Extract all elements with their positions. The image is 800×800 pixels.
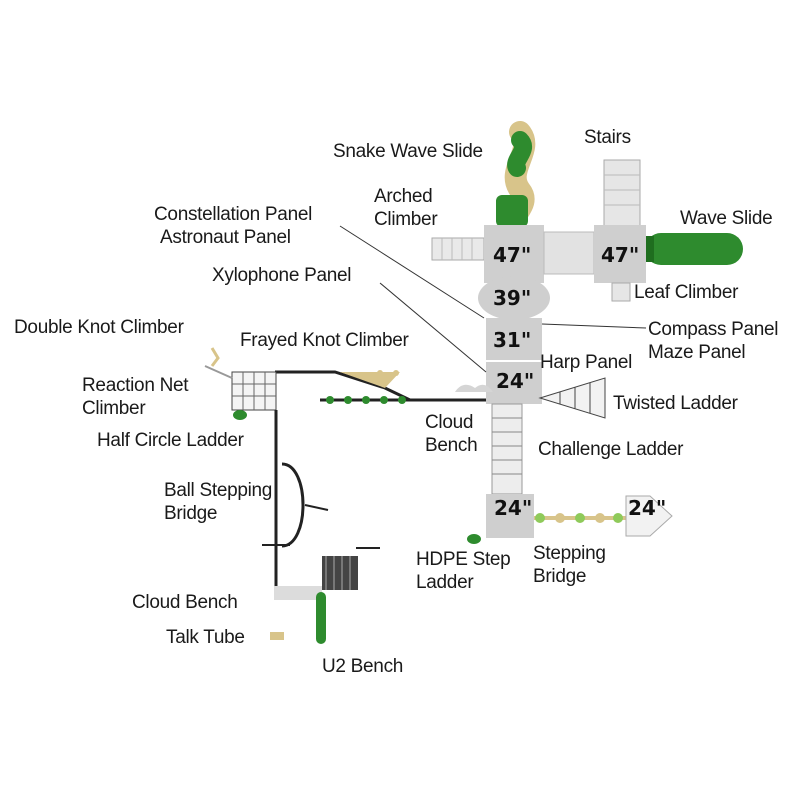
height-24-upper: 24"	[496, 369, 535, 393]
reaction-net-climber-shape	[231, 371, 277, 411]
label-constellation-panel: Constellation Panel	[154, 204, 313, 225]
half-circle-ladder-shape	[233, 410, 247, 420]
label-half-circle-ladder: Half Circle Ladder	[97, 430, 244, 451]
label-reaction-net-1: Reaction Net	[82, 375, 189, 396]
frayed-knot-climber-shape	[275, 370, 486, 404]
label-ball-stepping-2: Bridge	[164, 503, 218, 524]
label-stairs: Stairs	[584, 127, 631, 148]
height-39: 39"	[493, 286, 532, 310]
label-reaction-net-2: Climber	[82, 398, 146, 419]
label-leaf-climber: Leaf Climber	[634, 282, 739, 303]
deck-24-right-shape	[625, 495, 673, 537]
label-maze-panel: Maze Panel	[648, 342, 746, 363]
label-harp-panel: Harp Panel	[540, 352, 633, 373]
height-31: 31"	[493, 328, 532, 352]
deck-31-shape	[486, 318, 542, 360]
cloud-bench-left-shape	[274, 586, 322, 600]
label-arched-climber-2: Climber	[374, 209, 438, 230]
label-arched-climber-1: Arched	[374, 186, 433, 207]
label-talk-tube: Talk Tube	[166, 627, 245, 648]
deck-24-lower-shape	[486, 494, 534, 538]
label-challenge-ladder: Challenge Ladder	[538, 439, 684, 460]
label-astronaut-panel: Astronaut Panel	[160, 227, 291, 248]
label-wave-slide: Wave Slide	[680, 208, 773, 229]
height-24-lower: 24"	[494, 496, 533, 520]
wave-slide-shape	[640, 233, 743, 265]
talk-tube-shape	[270, 632, 284, 640]
arched-climber-shape	[431, 237, 485, 261]
label-frayed-knot-climber: Frayed Knot Climber	[240, 330, 409, 351]
hdpe-step-ladder-shape	[467, 534, 481, 544]
label-ball-stepping-1: Ball Stepping	[164, 480, 273, 501]
label-compass-panel: Compass Panel	[648, 319, 779, 340]
snake-wave-slide-shape	[496, 121, 536, 239]
label-cloud-bench-center-1: Cloud	[425, 412, 474, 433]
label-cloud-bench-left: Cloud Bench	[132, 592, 238, 613]
stepping-bridge-shape	[534, 513, 626, 523]
label-hdpe-step-2: Ladder	[416, 572, 474, 593]
leader-lines	[339, 225, 647, 373]
cloud-bench-center-shape	[455, 384, 493, 392]
label-stepping-bridge-2: Bridge	[533, 566, 587, 587]
challenge-ladder-shape	[491, 403, 523, 495]
bridge-shape	[543, 231, 595, 275]
height-47-left: 47"	[493, 243, 532, 267]
leaf-climber-shape	[611, 282, 631, 302]
height-24-right: 24"	[628, 496, 667, 520]
height-47-right: 47"	[601, 243, 640, 267]
label-twisted-ladder: Twisted Ladder	[613, 393, 738, 414]
deck-39-shape	[478, 276, 550, 320]
label-double-knot-climber: Double Knot Climber	[14, 317, 184, 338]
label-stepping-bridge-1: Stepping	[533, 543, 606, 564]
deck-47-left-shape	[484, 225, 544, 283]
u2-bench-shape	[316, 547, 380, 644]
label-snake-wave-slide: Snake Wave Slide	[333, 141, 483, 162]
double-knot-climber-shape	[210, 347, 220, 367]
label-xylophone-panel: Xylophone Panel	[212, 265, 352, 286]
label-hdpe-step-1: HDPE Step	[416, 549, 511, 570]
stairs-shape	[603, 159, 641, 231]
label-cloud-bench-center-2: Bench	[425, 435, 478, 456]
ball-stepping-bridge-shape	[262, 410, 329, 590]
deck-47-right-shape	[594, 225, 646, 283]
label-u2-bench: U2 Bench	[322, 656, 404, 677]
deck-24-upper-shape	[486, 362, 542, 404]
twisted-ladder-shape	[538, 377, 606, 419]
